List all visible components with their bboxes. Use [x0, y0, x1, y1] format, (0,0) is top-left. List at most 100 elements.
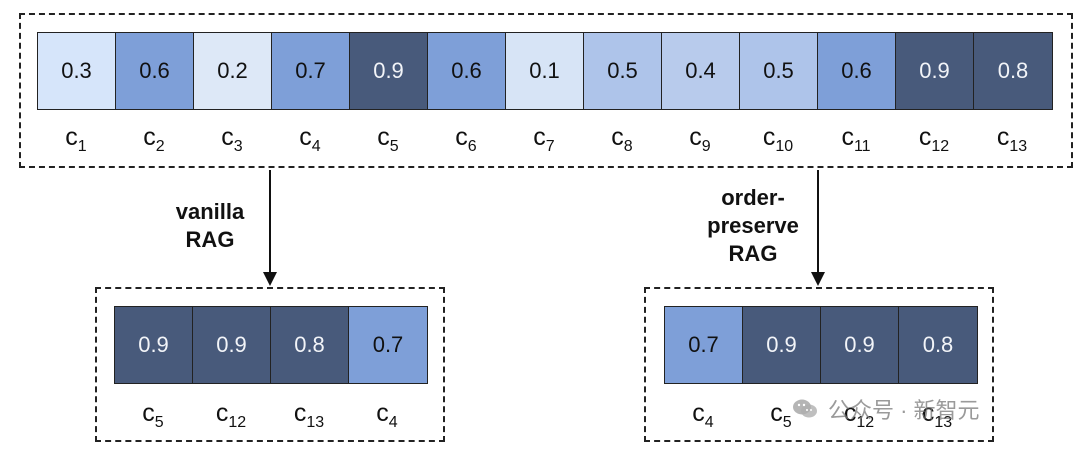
chunk-label: c13 [270, 398, 348, 438]
chunk-label-letter: c [841, 123, 854, 151]
chunk-label-index: 6 [467, 138, 477, 155]
chunk-label-letter: c [142, 399, 155, 427]
chunk-label: c5 [349, 122, 427, 162]
chunk-label: c3 [193, 122, 271, 162]
order-preserve-caption-line2: preserve [707, 213, 799, 238]
chunk-label: c4 [271, 122, 349, 162]
order-preserve-arrowhead [811, 272, 825, 286]
chunk-label-index: 7 [545, 138, 555, 155]
chunk-label-index: 4 [311, 138, 321, 155]
chunk-label-letter: c [143, 123, 156, 151]
chunk-label-letter: c [762, 123, 776, 151]
chunk-score-cell: 0.8 [974, 33, 1052, 109]
chunk-label-index: 4 [388, 414, 398, 431]
chunk-label-letter: c [293, 399, 307, 427]
chunk-label-letter: c [918, 123, 932, 151]
chunk-label: c9 [661, 122, 739, 162]
chunk-score-cell: 0.6 [818, 33, 896, 109]
chunk-label: c10 [739, 122, 817, 162]
chunk-label-letter: c [533, 123, 546, 151]
chunk-label-index: 13 [934, 414, 953, 431]
chunk-label: c7 [505, 122, 583, 162]
watermark-text: 公众号 · 新智元 [828, 398, 980, 423]
chunk-label-index: 3 [233, 138, 243, 155]
chunk-label-index: 10 [775, 138, 794, 155]
chunk-label-letter: c [692, 399, 705, 427]
chunk-label-letter: c [455, 123, 468, 151]
chunk-label-letter: c [377, 123, 390, 151]
chunk-score-cell: 0.6 [116, 33, 194, 109]
chunk-label-letter: c [843, 399, 857, 427]
chunk-label: c5 [742, 398, 820, 438]
chunk-score-cell: 0.9 [350, 33, 428, 109]
chunk-label: c4 [664, 398, 742, 438]
order-preserve-result-group [644, 287, 994, 442]
chunk-label-index: 4 [704, 414, 714, 431]
vanilla-caption-line2: RAG [185, 227, 235, 252]
chunk-label-index: 12 [856, 414, 875, 431]
chunk-score-cell: 0.2 [194, 33, 272, 109]
top-chunk-group [19, 13, 1073, 168]
order-preserve-caption-line1: order- [721, 185, 785, 210]
chunk-label-index: 8 [623, 138, 633, 155]
chunk-score-cell: 0.7 [349, 307, 427, 383]
chunk-score-cell: 0.3 [38, 33, 116, 109]
chunk-label: c13 [898, 398, 976, 438]
chunk-label-letter: c [221, 123, 234, 151]
chunk-score-cell: 0.9 [193, 307, 271, 383]
order-preserve-rag-caption: order- preserve RAG [688, 184, 818, 268]
chunk-label-letter: c [215, 399, 229, 427]
chunk-label: c11 [817, 122, 895, 162]
watermark: 公众号 · 新智元 [792, 393, 980, 425]
chunk-label-index: 13 [306, 414, 325, 431]
chunk-label-index: 13 [1009, 138, 1028, 155]
chunk-score-cell: 0.8 [899, 307, 977, 383]
chunk-score-cell: 0.9 [896, 33, 974, 109]
chunk-label-letter: c [689, 123, 702, 151]
chunk-label-letter: c [376, 399, 389, 427]
chunk-label-letter: c [996, 123, 1010, 151]
vanilla-result-group [95, 287, 445, 442]
chunk-label: c6 [427, 122, 505, 162]
wechat-icon [792, 398, 818, 420]
chunk-label-index: 9 [701, 138, 711, 155]
chunk-label-letter: c [299, 123, 312, 151]
chunk-label-index: 1 [77, 138, 87, 155]
chunk-label: c5 [114, 398, 192, 438]
chunk-score-cell: 0.9 [821, 307, 899, 383]
chunk-label-letter: c [921, 399, 935, 427]
chunk-score-cell: 0.9 [743, 307, 821, 383]
chunk-score-cell: 0.4 [662, 33, 740, 109]
vanilla-rag-caption: vanilla RAG [150, 198, 270, 254]
vanilla-caption-line1: vanilla [175, 199, 245, 224]
chunk-score-cell: 0.5 [740, 33, 818, 109]
chunk-score-cell: 0.9 [115, 307, 193, 383]
chunk-label: c8 [583, 122, 661, 162]
chunk-label: c1 [37, 122, 115, 162]
chunk-label-index: 5 [389, 138, 399, 155]
chunk-label: c12 [820, 398, 898, 438]
chunk-label: c12 [192, 398, 270, 438]
vanilla-arrowhead [263, 272, 277, 286]
chunk-score-cell: 0.8 [271, 307, 349, 383]
chunk-score-cell: 0.6 [428, 33, 506, 109]
chunk-label: c4 [348, 398, 426, 438]
chunk-label-index: 11 [853, 138, 871, 155]
chunk-score-cell: 0.7 [665, 307, 743, 383]
chunk-label-letter: c [770, 399, 783, 427]
chunk-label-index: 2 [155, 138, 165, 155]
chunk-label: c12 [895, 122, 973, 162]
chunk-label: c2 [115, 122, 193, 162]
chunk-score-cell: 0.1 [506, 33, 584, 109]
chunk-label-letter: c [65, 123, 78, 151]
chunk-label-index: 5 [154, 414, 164, 431]
chunk-label-index: 5 [782, 414, 792, 431]
chunk-score-cell: 0.7 [272, 33, 350, 109]
chunk-label-index: 12 [931, 138, 950, 155]
chunk-label-index: 12 [228, 414, 247, 431]
order-preserve-caption-line3: RAG [728, 241, 778, 266]
